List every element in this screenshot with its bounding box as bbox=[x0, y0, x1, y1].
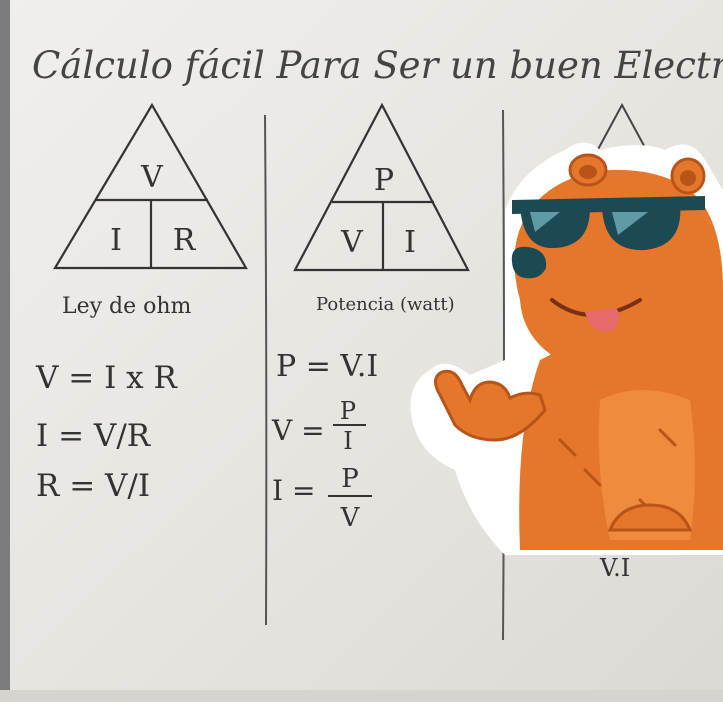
fraction-numerator: P bbox=[341, 464, 359, 494]
power-triangle-top: P bbox=[374, 163, 394, 198]
power-triangle-bottom-left: V bbox=[340, 225, 364, 260]
page-title: Cálculo fácil Para Ser un buen Electrici… bbox=[32, 44, 723, 87]
ohm-caption: Ley de ohm bbox=[62, 294, 192, 319]
power-fraction-i: I = P V bbox=[272, 464, 372, 533]
fraction-numerator: P bbox=[340, 397, 356, 425]
partial-formula-3: V.I bbox=[599, 554, 630, 582]
ohm-law-section: V I R Ley de ohm V = I x R I = V/R R = V… bbox=[35, 102, 248, 504]
board-bottom-edge bbox=[0, 690, 723, 702]
ohm-formula-v: V = I x R bbox=[35, 360, 179, 396]
fraction-lhs: I = bbox=[272, 474, 315, 507]
power-triangle-bottom-right: I bbox=[404, 225, 416, 260]
power-fraction-v: V = P I bbox=[271, 397, 366, 455]
fraction-denominator: I bbox=[343, 427, 352, 455]
ohm-triangle-bottom-right: R bbox=[173, 223, 197, 258]
power-caption: Potencia (watt) bbox=[316, 294, 455, 315]
ohm-triangle: V I R bbox=[53, 102, 248, 270]
fraction-lhs: V = bbox=[271, 414, 325, 447]
power-formula-p: P = V.I bbox=[276, 349, 378, 384]
ohm-triangle-top: V bbox=[140, 160, 164, 195]
column-divider-1 bbox=[264, 114, 268, 626]
ohm-triangle-bottom-left: I bbox=[110, 223, 122, 258]
fraction-denominator: V bbox=[340, 503, 361, 533]
ohm-formula-r: R = V/I bbox=[36, 468, 150, 504]
ohm-formula-i: I = V/R bbox=[36, 418, 152, 454]
power-section: P V I Potencia (watt) P = V.I V = P I I … bbox=[271, 102, 470, 533]
power-triangle: P V I bbox=[293, 102, 470, 272]
capybara-sunglasses-pointing-icon bbox=[410, 142, 723, 555]
board-left-edge bbox=[0, 0, 10, 702]
